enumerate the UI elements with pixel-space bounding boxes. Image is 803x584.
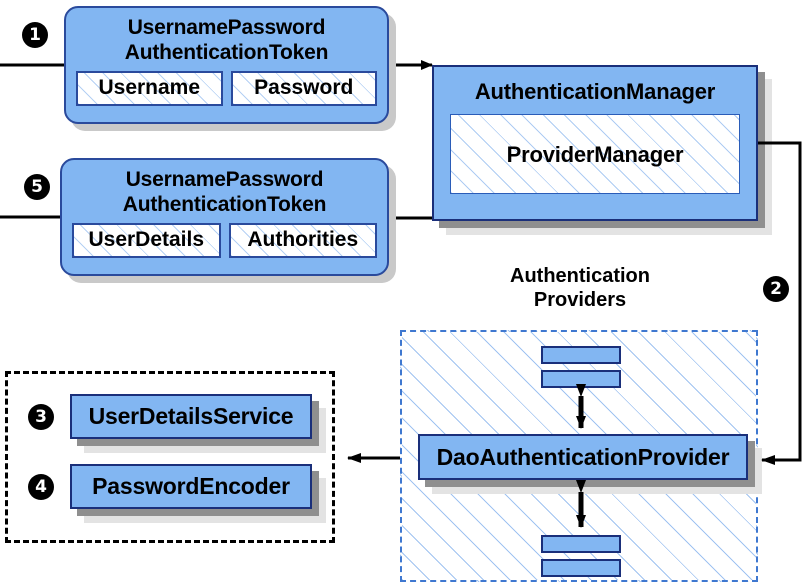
response-token-slot-authorities: Authorities bbox=[228, 223, 377, 258]
provider-bar-top-2 bbox=[541, 370, 621, 388]
step-badge-4: 4 bbox=[28, 474, 54, 500]
authentication-providers-label-line2: Providers bbox=[533, 289, 627, 311]
response-token-slot-userdetails: UserDetails bbox=[72, 223, 221, 258]
request-token-slot-username: Username bbox=[76, 71, 223, 106]
authentication-providers-label: Authentication Providers bbox=[455, 264, 705, 312]
user-details-service-box: UserDetailsService bbox=[70, 394, 312, 439]
step-badge-3: 3 bbox=[28, 404, 54, 430]
step-badge-2: 2 bbox=[763, 276, 789, 302]
step-badge-1: 1 bbox=[22, 22, 48, 48]
response-token-card: UsernamePassword AuthenticationToken Use… bbox=[60, 158, 389, 276]
step-badge-5: 5 bbox=[24, 174, 50, 200]
provider-manager-box: ProviderManager bbox=[450, 114, 740, 194]
response-token-slots: UserDetails Authorities bbox=[62, 217, 387, 268]
request-token-title-line1: UsernamePassword bbox=[127, 16, 326, 39]
provider-bar-bottom-1 bbox=[541, 535, 621, 553]
request-token-title-line2: AuthenticationToken bbox=[124, 41, 329, 64]
authentication-manager-card: AuthenticationManager ProviderManager bbox=[432, 65, 758, 221]
authentication-providers-label-line1: Authentication bbox=[510, 265, 650, 287]
response-token-title: UsernamePassword AuthenticationToken bbox=[62, 160, 387, 217]
password-encoder-box: PasswordEncoder bbox=[70, 464, 312, 509]
response-token-title-line1: UsernamePassword bbox=[125, 168, 324, 191]
request-token-slots: Username Password bbox=[66, 65, 387, 116]
authentication-manager-title: AuthenticationManager bbox=[474, 79, 716, 104]
request-token-title: UsernamePassword AuthenticationToken bbox=[66, 8, 387, 65]
request-token-slot-password: Password bbox=[230, 71, 377, 106]
request-token-card: UsernamePassword AuthenticationToken Use… bbox=[64, 6, 389, 124]
dao-authentication-provider-box: DaoAuthenticationProvider bbox=[418, 434, 748, 480]
provider-bar-top-1 bbox=[541, 346, 621, 364]
response-token-title-line2: AuthenticationToken bbox=[122, 193, 327, 216]
provider-bar-bottom-2 bbox=[541, 559, 621, 577]
